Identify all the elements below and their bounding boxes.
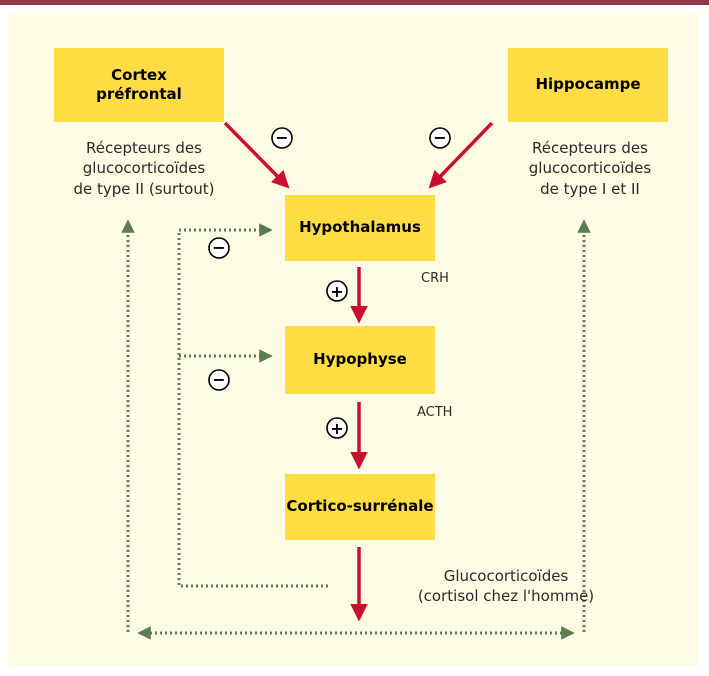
note-glucocorticoides-line: Glucocorticoïdes	[443, 567, 569, 585]
note-recepteurs-left: Récepteurs des glucocorticoïdes de type …	[40, 138, 248, 199]
node-hypophyse-label: Hypophyse	[313, 350, 407, 369]
note-recepteurs-right: Récepteurs des glucocorticoïdes de type …	[492, 138, 688, 199]
svg-text:−: −	[212, 370, 225, 389]
svg-text:+: +	[330, 419, 343, 438]
top-accent-bar	[0, 0, 709, 5]
node-cortex-prefrontal: Cortex préfrontal	[54, 48, 224, 122]
note-glucocorticoides: Glucocorticoïdes (cortisol chez l'homme)	[398, 566, 614, 607]
label-crh: CRH	[421, 271, 449, 286]
note-recepteurs-right-line: Récepteurs des	[532, 139, 648, 157]
node-hypophyse: Hypophyse	[285, 326, 435, 394]
svg-text:−: −	[433, 128, 446, 147]
note-recepteurs-right-line: de type I et II	[540, 179, 640, 198]
note-recepteurs-left-line: glucocorticoïdes	[82, 159, 206, 178]
note-recepteurs-left-line: Récepteurs des	[86, 139, 202, 157]
plus-sign-icon: +	[326, 280, 348, 302]
node-cortico-label: Cortico-surrénale	[286, 497, 434, 516]
note-recepteurs-left-line: de type II (surtout)	[73, 179, 215, 198]
feedback-line-inner	[177, 223, 328, 588]
minus-sign-icon: −	[429, 127, 451, 149]
note-glucocorticoides-line: (cortisol chez l'homme)	[417, 587, 595, 606]
svg-text:−: −	[212, 238, 225, 257]
arrow-hippocampe-to-hypothalamus	[428, 121, 494, 189]
node-hippocampe-label: Hippocampe	[535, 75, 641, 94]
plus-sign-icon: +	[326, 417, 348, 439]
minus-sign-icon: −	[208, 369, 230, 391]
note-recepteurs-right-line: glucocorticoïdes	[528, 159, 652, 178]
svg-text:+: +	[330, 282, 343, 301]
node-hypothalamus-label: Hypothalamus	[299, 218, 421, 237]
minus-sign-icon: −	[208, 237, 230, 259]
arrow-cortex-to-hypothalamus	[223, 121, 290, 189]
label-acth: ACTH	[417, 405, 453, 420]
node-cortex-label: Cortex préfrontal	[96, 65, 182, 104]
svg-text:−: −	[275, 128, 288, 147]
node-hypothalamus: Hypothalamus	[285, 195, 435, 261]
node-cortico-surrenale: Cortico-surrénale	[285, 474, 435, 540]
minus-sign-icon: −	[271, 127, 293, 149]
node-hippocampe: Hippocampe	[508, 48, 668, 122]
